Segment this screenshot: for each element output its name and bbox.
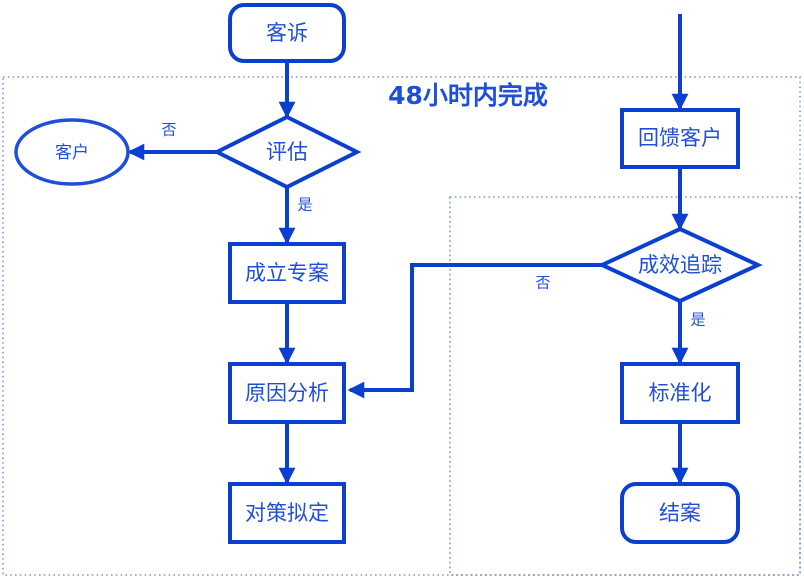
node-setup-case[interactable]: 成立专案 bbox=[228, 242, 346, 304]
node-complaint[interactable]: 客诉 bbox=[228, 3, 346, 63]
node-customer-label: 客户 bbox=[55, 143, 89, 163]
node-standardize-shape bbox=[620, 362, 740, 424]
node-countermeasure-label: 对策拟定 bbox=[245, 501, 329, 525]
node-close-label: 结案 bbox=[659, 501, 701, 525]
node-complaint-shape bbox=[228, 3, 346, 63]
edge-label-track-no: 否 bbox=[535, 274, 550, 292]
node-complaint-label: 客诉 bbox=[266, 21, 308, 45]
node-track[interactable]: 成效追踪 bbox=[597, 226, 763, 304]
edge-label-evaluate-yes: 是 bbox=[297, 196, 312, 214]
node-standardize-label: 标准化 bbox=[649, 381, 712, 405]
node-feedback[interactable]: 回馈客户 bbox=[620, 108, 740, 169]
node-setup-case-shape bbox=[228, 242, 346, 304]
node-root-cause-label: 原因分析 bbox=[245, 381, 329, 405]
node-feedback-shape bbox=[620, 108, 740, 169]
node-countermeasure[interactable]: 对策拟定 bbox=[228, 482, 346, 544]
node-evaluate[interactable]: 评估 bbox=[212, 114, 362, 190]
node-standardize[interactable]: 标准化 bbox=[620, 362, 740, 424]
edge-label-track-yes: 是 bbox=[690, 311, 705, 329]
node-root-cause[interactable]: 原因分析 bbox=[228, 362, 346, 424]
node-evaluate-label: 评估 bbox=[266, 140, 308, 164]
node-track-shape bbox=[597, 226, 763, 304]
group-title-48h: 48小时内完成 bbox=[388, 81, 548, 110]
edge-label-evaluate-no: 否 bbox=[161, 121, 176, 139]
node-evaluate-shape bbox=[212, 114, 362, 190]
node-close[interactable]: 结案 bbox=[620, 482, 740, 544]
group-region-followup bbox=[449, 196, 801, 576]
node-root-cause-shape bbox=[228, 362, 346, 424]
node-close-shape bbox=[620, 482, 740, 544]
node-customer-shape bbox=[14, 118, 130, 186]
node-customer[interactable]: 客户 bbox=[14, 118, 130, 186]
connector-track-no-to-root-cause bbox=[347, 263, 604, 399]
group-region-48h bbox=[2, 76, 801, 576]
node-feedback-label: 回馈客户 bbox=[638, 126, 722, 150]
node-track-label: 成效追踪 bbox=[638, 253, 722, 277]
node-countermeasure-shape bbox=[228, 482, 346, 544]
node-setup-case-label: 成立专案 bbox=[245, 261, 329, 285]
